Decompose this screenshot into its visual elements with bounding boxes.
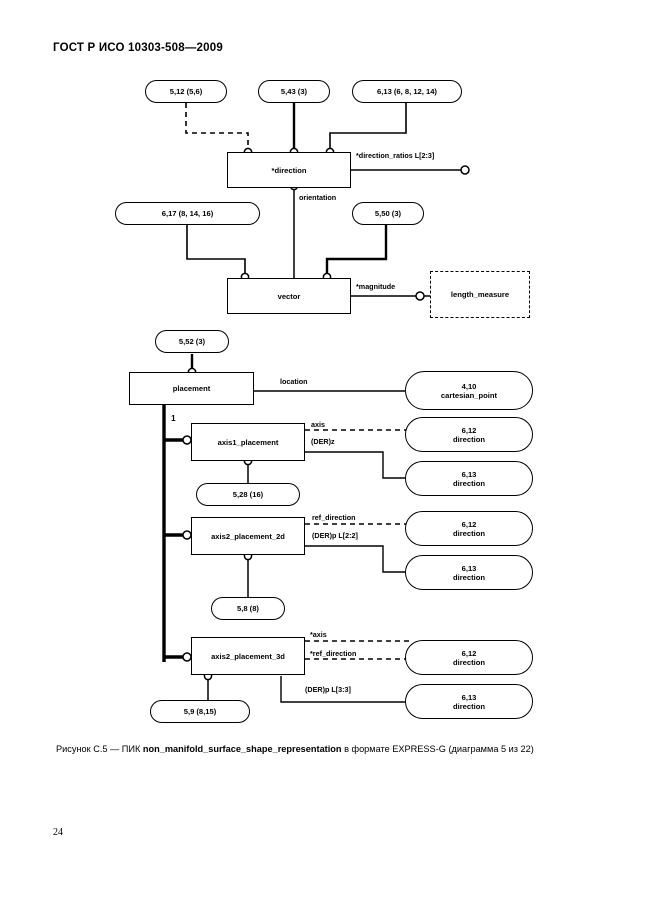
- page-ref-cartesian-point-line2: cartesian_point: [440, 390, 498, 400]
- entity-axis2-placement-2d[interactable]: axis2_placement_2d: [191, 517, 305, 555]
- page-ref-5-9-label: 5,9 (8,15): [183, 707, 217, 716]
- entity-placement-label: placement: [172, 384, 211, 393]
- page-ref-cartesian-point-line1: 4,10: [461, 381, 477, 391]
- attribute-label-orientation: orientation: [299, 193, 337, 202]
- entity-axis1-placement[interactable]: axis1_placement: [191, 423, 305, 461]
- defined-type-length-measure-label: length_measure: [450, 290, 510, 299]
- attribute-label-magnitude: *magnitude: [356, 282, 396, 291]
- page-ref-6-13-top[interactable]: 6,13 (6, 8, 12, 14): [352, 80, 462, 103]
- page-ref-5-52-label: 5,52 (3): [178, 337, 206, 346]
- page-ref-direction-a-613-line2: direction: [452, 478, 486, 488]
- attribute-label-axis: axis: [311, 420, 325, 429]
- page-ref-direction-b-612[interactable]: 6,12 direction: [405, 511, 533, 546]
- page-ref-direction-b-612-line2: direction: [452, 528, 486, 538]
- entity-direction[interactable]: *direction: [227, 152, 351, 188]
- page-ref-cartesian-point[interactable]: 4,10 cartesian_point: [405, 371, 533, 410]
- attribute-label-der-p-2-2: (DER)p L[2:2]: [312, 531, 358, 540]
- attribute-label-ref-direction-2d: ref_direction: [312, 513, 356, 522]
- page-ref-6-17[interactable]: 6,17 (8, 14, 16): [115, 202, 260, 225]
- entity-axis2-placement-3d-label: axis2_placement_3d: [211, 651, 285, 661]
- entity-axis2-placement-2d-label: axis2_placement_2d: [211, 531, 285, 541]
- page-ref-5-9[interactable]: 5,9 (8,15): [150, 700, 250, 723]
- defined-type-length-measure[interactable]: length_measure: [430, 271, 530, 318]
- page-ref-5-12-label: 5,12 (5,6): [169, 87, 203, 96]
- attribute-label-ref-direction-3d: *ref_direction: [310, 649, 357, 658]
- page-ref-5-8-label: 5,8 (8): [237, 604, 259, 613]
- page-ref-direction-c-612-line2: direction: [452, 657, 486, 667]
- page-ref-direction-a-612-line2: direction: [452, 434, 486, 444]
- page-ref-direction-a-612-line1: 6,12: [461, 425, 477, 435]
- page-ref-5-28[interactable]: 5,28 (16): [196, 483, 300, 506]
- page-ref-direction-b-612-line1: 6,12: [461, 519, 477, 529]
- page-ref-5-52[interactable]: 5,52 (3): [155, 330, 229, 353]
- entity-direction-label: *direction: [271, 165, 307, 175]
- attribute-label-axis-3d: *axis: [310, 630, 327, 639]
- figure-caption: Рисунок С.5 — ПИК non_manifold_surface_s…: [56, 743, 596, 756]
- page-ref-5-28-label: 5,28 (16): [232, 490, 264, 499]
- page-ref-5-43-label: 5,43 (3): [280, 87, 308, 96]
- page-ref-direction-b-613[interactable]: 6,13 direction: [405, 555, 533, 590]
- entity-placement[interactable]: placement: [129, 372, 254, 405]
- page-ref-5-8[interactable]: 5,8 (8): [211, 597, 285, 620]
- page-ref-direction-c-612[interactable]: 6,12 direction: [405, 640, 533, 675]
- page-ref-direction-c-613-line2: direction: [452, 701, 486, 711]
- document-header: ГОСТ Р ИСО 10303-508—2009: [53, 42, 223, 54]
- entity-vector[interactable]: vector: [227, 278, 351, 314]
- page-ref-direction-b-613-line1: 6,13: [461, 563, 477, 573]
- cardinality-label-1: 1: [171, 413, 176, 423]
- attribute-label-der-p-3-3: (DER)p L[3:3]: [305, 685, 351, 694]
- page-ref-direction-a-613-line1: 6,13: [461, 469, 477, 479]
- figure-caption-prefix: Рисунок С.5 — ПИК: [56, 744, 143, 754]
- attribute-label-der-z: (DER)z: [311, 437, 335, 446]
- page-ref-6-13-top-label: 6,13 (6, 8, 12, 14): [377, 87, 437, 96]
- figure-caption-suffix: в формате EXPRESS-G (диаграмма 5 из 22): [341, 744, 534, 754]
- page-ref-5-50-label: 5,50 (3): [374, 209, 402, 218]
- page-ref-direction-c-612-line1: 6,12: [461, 648, 477, 658]
- page-ref-5-50[interactable]: 5,50 (3): [352, 202, 424, 225]
- page-ref-6-17-label: 6,17 (8, 14, 16): [161, 209, 214, 218]
- attribute-label-location: location: [280, 377, 308, 386]
- entity-axis2-placement-3d[interactable]: axis2_placement_3d: [191, 637, 305, 675]
- page-ref-direction-a-612[interactable]: 6,12 direction: [405, 417, 533, 452]
- page-ref-direction-c-613-line1: 6,13: [461, 692, 477, 702]
- entity-vector-label: vector: [277, 291, 301, 301]
- page-ref-direction-c-613[interactable]: 6,13 direction: [405, 684, 533, 719]
- page-ref-5-43[interactable]: 5,43 (3): [258, 80, 330, 103]
- page-number: 24: [53, 827, 63, 838]
- figure-caption-entity: non_manifold_surface_shape_representatio…: [142, 744, 342, 754]
- attribute-label-direction-ratios: *direction_ratios L[2:3]: [356, 151, 435, 160]
- page-ref-direction-b-613-line2: direction: [452, 572, 486, 582]
- page-ref-5-12[interactable]: 5,12 (5,6): [145, 80, 227, 103]
- entity-axis1-placement-label: axis1_placement: [217, 437, 279, 447]
- page-ref-direction-a-613[interactable]: 6,13 direction: [405, 461, 533, 496]
